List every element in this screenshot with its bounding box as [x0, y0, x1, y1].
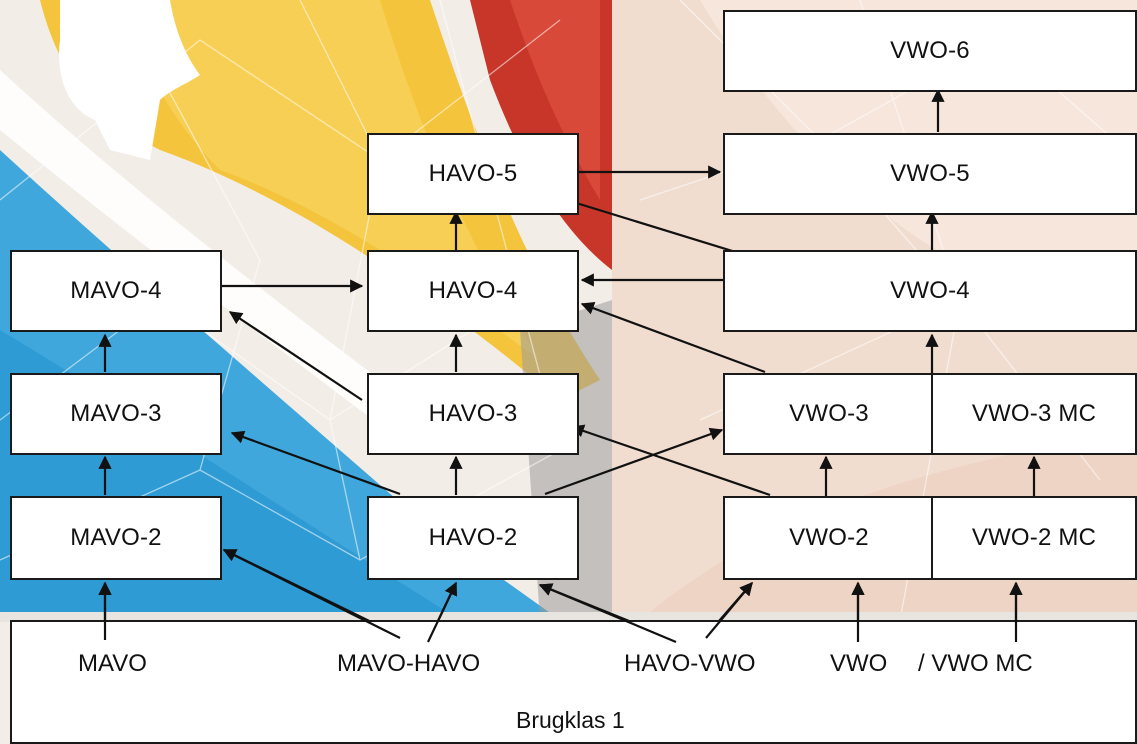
label-mavo-havo: MAVO-HAVO — [337, 650, 481, 677]
label-havo-vwo: HAVO-VWO — [624, 650, 756, 677]
box-havo5: HAVO-5 — [367, 133, 579, 215]
box-vwo5: VWO-5 — [723, 133, 1137, 215]
box-havo3: HAVO-3 — [367, 373, 579, 455]
box-havo4: HAVO-4 — [367, 250, 579, 332]
box-mavo2: MAVO-2 — [10, 496, 222, 580]
box-havo2: HAVO-2 — [367, 496, 579, 580]
box-mavo3: MAVO-3 — [10, 373, 222, 455]
label-brugklas-title: Brugklas 1 — [516, 707, 625, 733]
label-vwo: VWO — [830, 650, 888, 677]
box-vwo2mc: VWO-2 MC — [931, 496, 1137, 580]
label-vwo-mc: / VWO MC — [918, 650, 1033, 677]
box-vwo2: VWO-2 — [723, 496, 933, 580]
box-vwo3: VWO-3 — [723, 373, 933, 455]
box-mavo4: MAVO-4 — [10, 250, 222, 332]
box-vwo3mc: VWO-3 MC — [931, 373, 1137, 455]
box-vwo6: VWO-6 — [723, 10, 1137, 92]
label-mavo: MAVO — [78, 650, 147, 677]
box-vwo4: VWO-4 — [723, 250, 1137, 332]
